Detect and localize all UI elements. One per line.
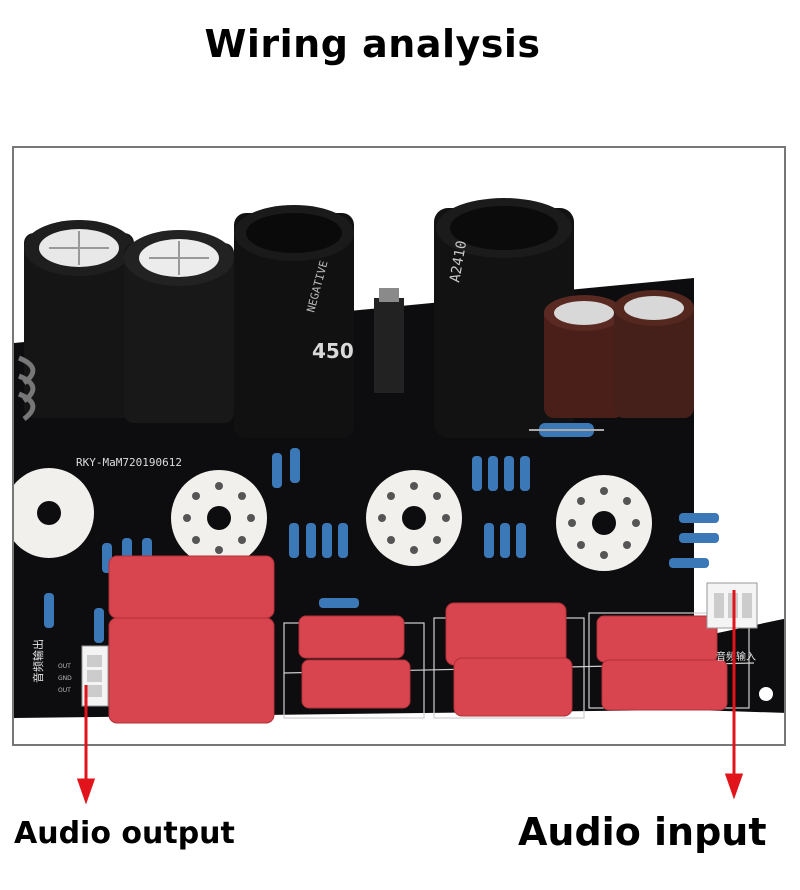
output-pin-label: GND xyxy=(58,675,72,682)
tube-socket xyxy=(171,470,267,566)
input-connector-label: 音频输入 xyxy=(716,650,756,663)
mounting-hole xyxy=(759,687,773,701)
output-pin-label: OUT xyxy=(58,663,71,670)
board-model-label: RKY-MaM720190612 xyxy=(76,456,182,469)
electrolytic-capacitor: A2410 xyxy=(434,198,574,438)
circuit-board-illustration: NEGATIVE 450 A2410 RKY-MaM720190612 xyxy=(14,198,784,724)
circuit-board-photo: NEGATIVE 450 A2410 RKY-MaM720190612 xyxy=(12,146,786,746)
wire-bundle xyxy=(17,355,36,421)
tube-socket xyxy=(366,470,462,566)
tube-socket xyxy=(14,468,94,558)
electrolytic-capacitor-brown xyxy=(614,290,694,418)
resistor-array xyxy=(44,448,719,643)
electrolytic-capacitor-brown xyxy=(544,295,624,418)
page-title: Wiring analysis xyxy=(204,22,541,66)
film-capacitor-group xyxy=(108,555,728,724)
electrolytic-capacitor: NEGATIVE 450 xyxy=(234,205,354,438)
electrolytic-capacitor xyxy=(124,230,234,423)
resistor xyxy=(529,423,604,437)
audio-output-caption: Audio output xyxy=(14,816,235,851)
audio-input-caption: Audio input xyxy=(518,810,767,854)
electrolytic-capacitor xyxy=(24,220,134,418)
arrow-down-icon xyxy=(724,773,744,800)
capacitor-marking: A2410 xyxy=(447,239,470,283)
output-connector-label: 音频输出 xyxy=(31,639,45,683)
voltage-regulator xyxy=(374,288,404,393)
tube-socket xyxy=(556,475,652,571)
capacitor-voltage-marking: 450 xyxy=(312,339,354,363)
arrow-down-icon xyxy=(76,778,96,805)
output-pin-label: OUT xyxy=(58,687,71,694)
